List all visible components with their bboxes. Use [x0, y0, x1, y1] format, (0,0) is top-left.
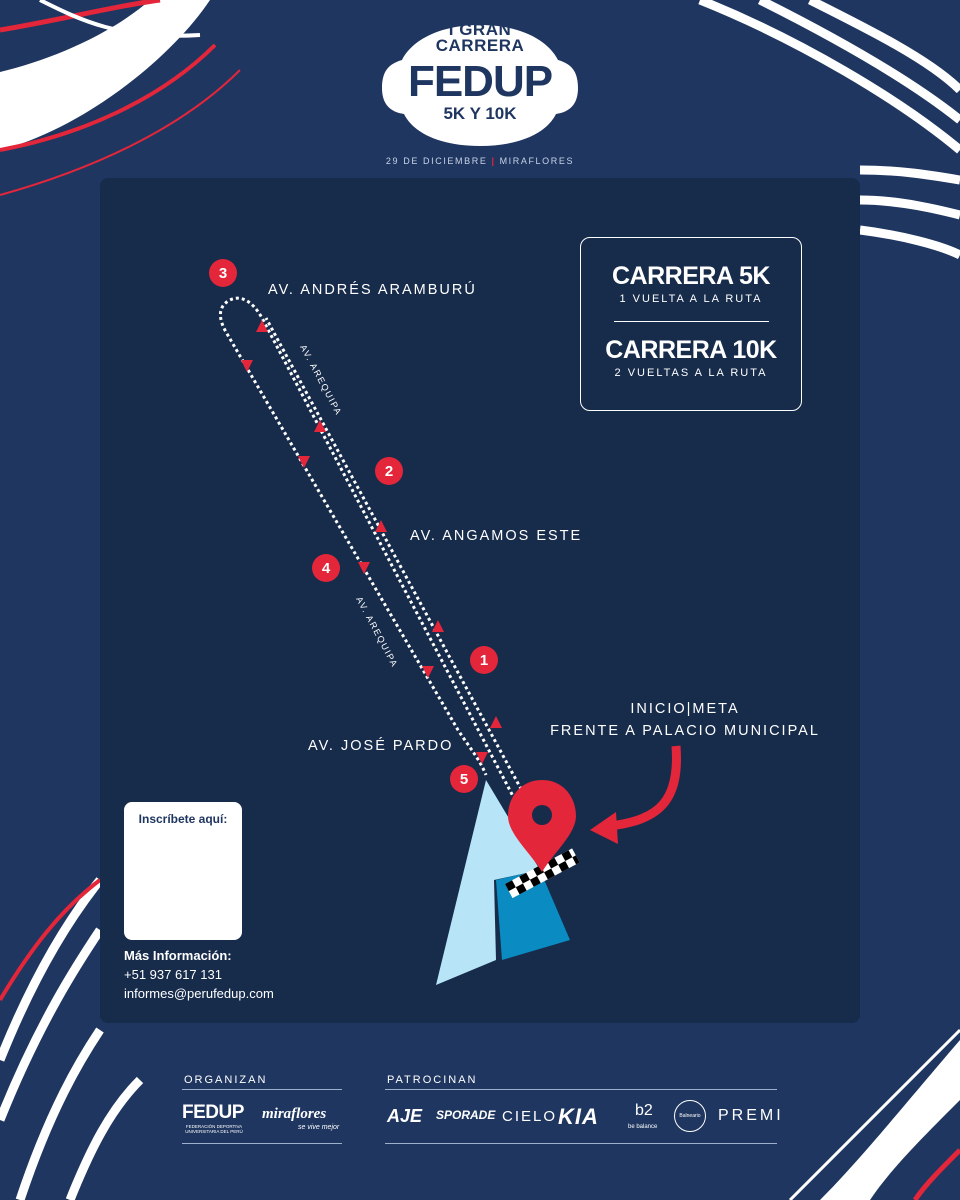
divider — [613, 321, 769, 322]
qr-title: Inscríbete aquí: — [138, 812, 228, 826]
street-label-pardo: AV. JOSÉ PARDO — [308, 738, 454, 754]
event-location: MIRAFLORES — [499, 156, 575, 166]
race-title: CARRERA 5K — [612, 262, 770, 290]
sponsor-logo-balneario: Balneario — [679, 1113, 701, 1119]
location-pin-icon — [508, 780, 576, 872]
sponsor-b2-tagline: be balance — [628, 1124, 658, 1130]
divider — [182, 1089, 342, 1090]
street-label-aramburu: AV. ANDRÉS ARAMBURÚ — [268, 282, 477, 298]
checkpoint-badge-2: 2 — [375, 457, 403, 485]
organizer-logo-miraflores: miraflores — [262, 1106, 327, 1122]
contact-title: Más Información: — [124, 948, 232, 963]
sponsor-logo-balneario-badge: Balneario — [674, 1100, 706, 1132]
race-subtitle: 2 VUELTAS A LA RUTA — [614, 367, 768, 379]
contact-email[interactable]: informes@perufedup.com — [124, 986, 274, 1001]
organizer-miraflores-tagline: se vive mejor — [298, 1124, 340, 1131]
divider — [385, 1143, 777, 1144]
contact-phone[interactable]: +51 937 617 131 — [124, 967, 222, 982]
checkpoint-badge-4: 4 — [312, 554, 340, 582]
start-finish-location: FRENTE A PALACIO MUNICIPAL — [550, 723, 820, 739]
checkpoint-badge-1: 1 — [470, 646, 498, 674]
race-info-box: CARRERA 5K 1 VUELTA A LA RUTA CARRERA 10… — [580, 237, 802, 411]
divider — [182, 1143, 342, 1144]
logo-event-label: I GRAN CARRERA — [0, 20, 960, 55]
race-5k: CARRERA 5K 1 VUELTA A LA RUTA — [581, 262, 801, 305]
logo-line-2: CARRERA — [435, 36, 525, 55]
finish-line-flag — [504, 848, 580, 899]
start-pointer-arrow-icon — [609, 745, 681, 831]
sponsor-logo-sporade: SPORADE — [436, 1108, 496, 1122]
start-finish-label: INICIO|META FRENTE A PALACIO MUNICIPAL — [530, 698, 840, 742]
route-arrows — [241, 320, 502, 764]
organizers-label: ORGANIZAN — [184, 1074, 268, 1086]
checkpoint-badge-5: 5 — [450, 765, 478, 793]
logo-distances: 5K Y 10K — [443, 104, 517, 123]
organizer-logo-fedup: FEDUP — [182, 1102, 244, 1123]
sponsor-logo-cielo: CIELO — [502, 1108, 558, 1125]
sponsors-label: PATROCINAN — [387, 1074, 478, 1086]
event-date: 29 DE DICIEMBRE — [385, 156, 488, 166]
route-outbound — [219, 296, 517, 801]
divider — [385, 1089, 777, 1090]
race-subtitle: 1 VUELTA A LA RUTA — [619, 293, 763, 305]
sponsor-logo-kia: KIA — [558, 1104, 599, 1129]
event-date-location: 29 DE DICIEMBRE|MIRAFLORES — [385, 156, 575, 166]
logo-fedup: FEDUP — [407, 57, 553, 106]
sponsor-logo-b2: b2 — [635, 1102, 653, 1119]
logo-line-1: I GRAN — [448, 20, 512, 39]
checkpoint-badge-3: 3 — [209, 259, 237, 287]
sponsor-logo-aje: AJE — [387, 1106, 423, 1126]
race-10k: CARRERA 10K 2 VUELTAS A LA RUTA — [581, 336, 801, 379]
start-finish-title: INICIO|META — [630, 701, 740, 717]
race-title: CARRERA 10K — [605, 336, 777, 364]
route-return — [264, 317, 529, 801]
street-label-angamos: AV. ANGAMOS ESTE — [410, 528, 583, 544]
organizer-fedup-tagline: FEDERACIÓN DEPORTIVA UNIVERSITARIA DEL P… — [185, 1124, 243, 1134]
registration-qr-card[interactable]: Inscríbete aquí: — [124, 802, 242, 940]
sponsor-logo-premi: PREMI — [718, 1107, 784, 1124]
